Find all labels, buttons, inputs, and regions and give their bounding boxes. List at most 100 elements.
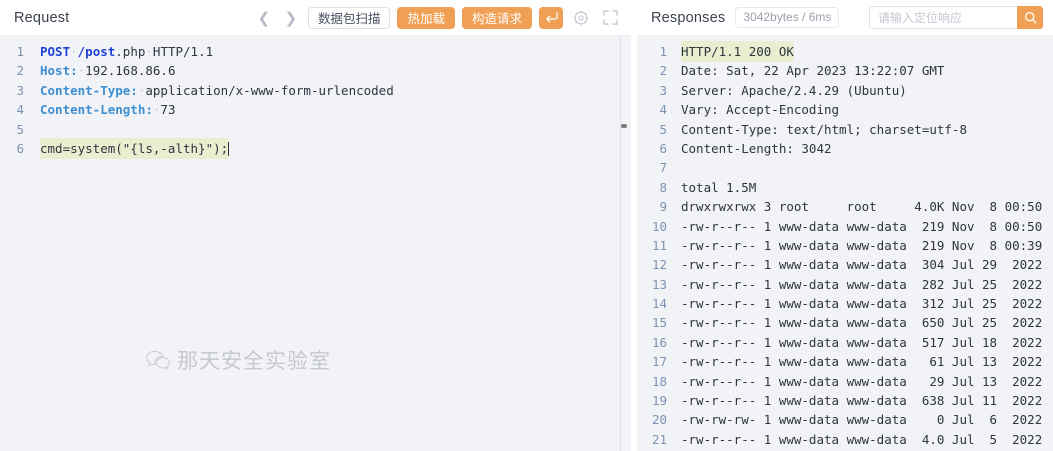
line-text: Date: Sat, 22 Apr 2023 13:22:07 GMT [681,63,945,79]
response-code-line: 15 -rw-r--r-- 1 www-data www-data 650 Jul… [637,313,1053,332]
response-panel: Responses 3042bytes / 6ms 1 HTTP/1.1 200 … [637,0,1053,451]
line-text: POST·/post.php·HTTP/1.1 [40,44,214,59]
request-title: Request [14,9,70,26]
line-text: -rw-r--r-- 1 www-data www-data 650 Jul 2… [681,315,1050,331]
request-scrollbar-thumb[interactable] [621,124,627,128]
line-text: Server: Apache/2.4.29 (Ubuntu) [681,82,907,98]
line-number: 10 [651,218,667,234]
line-text: -rw-r--r-- 1 www-data www-data 304 Jul 2… [681,257,1050,273]
request-code-area[interactable]: 1 POST·/post.php·HTTP/1.1 2 Host:·192.168.8… [0,36,631,451]
line-number: 18 [651,373,667,389]
enter-arrow-icon[interactable] [539,6,563,29]
line-number: 1 [659,44,667,59]
response-code-line: 18 -rw-r--r-- 1 www-data www-data 29 Jul … [637,372,1053,391]
line-number: 7 [659,160,667,176]
line-number: 12 [651,257,667,273]
line-number: 5 [659,121,667,137]
line-number: 6 [659,140,667,156]
line-text: Content-Length:·73 [40,102,176,118]
request-code-line: 1 POST·/post.php·HTTP/1.1 [0,42,631,61]
line-number: 9 [659,199,667,215]
request-code-lines: 1 POST·/post.php·HTTP/1.1 2 Host:·192.168.8… [0,42,631,160]
response-code-line: 9 drwxrwxrwx 3 root root 4.0K Nov 8 00:50 [637,197,1053,216]
response-code-line: 6 Content-Length: 3042 [637,139,1053,158]
response-code-line: 5 Content-Type: text/html; charset=utf-8 [637,120,1053,139]
response-code-line: 12 -rw-r--r-- 1 www-data www-data 304 Jul… [637,255,1053,274]
line-text: -rw-rw-rw- 1 www-data www-data 0 Jul 6 2… [681,412,1050,428]
line-text: -rw-r--r-- 1 www-data www-data 4.0 Jul 5… [681,431,1050,447]
line-number: 6 [16,140,24,156]
hot-reload-button[interactable]: 热加载 [397,6,455,29]
line-text: -rw-r--r-- 1 www-data www-data 312 Jul 2… [681,296,1050,312]
line-number: 4 [16,102,24,118]
line-number: 17 [651,354,667,370]
line-text: Content-Type: text/html; charset=utf-8 [681,121,967,137]
line-text: drwxrwxrwx 3 root root 4.0K Nov 8 00:50 [681,199,1050,215]
line-number: 3 [16,82,24,98]
line-text: -rw-r--r-- 1 www-data www-data 219 Nov 8… [681,237,1050,253]
gear-icon[interactable] [570,7,592,29]
response-code-line: 10 -rw-r--r-- 1 www-data www-data 219 Nov… [637,217,1053,236]
response-code-line: 20 -rw-rw-rw- 1 www-data www-data 0 Jul 6… [637,410,1053,429]
response-code-line: 1 HTTP/1.1 200 OK [637,41,1053,63]
packet-scan-button[interactable]: 数据包扫描 [307,6,391,29]
line-number: 3 [659,82,667,98]
line-text: cmd=system("{ls,-alth}"); [40,137,230,160]
request-code-line: 5 [0,120,631,139]
line-number: 13 [651,276,667,292]
line-number: 1 [16,44,24,59]
response-code-line: 16 -rw-r--r-- 1 www-data www-data 517 Jul… [637,333,1053,352]
request-code-line: 3 Content-Type:·application/x-www-form-ur… [0,81,631,100]
text-cursor [228,141,230,156]
response-code-line: 14 -rw-r--r-- 1 www-data www-data 312 Jul… [637,294,1053,313]
chevron-left-icon[interactable]: ❮ [257,9,271,27]
response-code-line: 19 -rw-r--r-- 1 www-data www-data 638 Jul… [637,391,1053,410]
line-text: -rw-r--r-- 1 www-data www-data 638 Jul 1… [681,393,1050,409]
request-code-line: 6 cmd=system("{ls,-alth}"); [0,137,631,160]
response-search [869,6,1043,29]
line-number: 21 [651,431,667,447]
response-code-line: 21 -rw-r--r-- 1 www-data www-data 4.0 Jul… [637,430,1053,449]
request-code-line: 2 Host:·192.168.86.6 [0,61,631,80]
line-number: 14 [651,296,667,312]
line-text: Content-Type:·application/x-www-form-url… [40,82,394,98]
line-number: 11 [651,237,667,253]
line-text: -rw-r--r-- 1 www-data www-data 61 Jul 13… [681,354,1050,370]
line-text: HTTP/1.1 200 OK [681,41,794,63]
line-text: -rw-r--r-- 1 www-data www-data 219 Nov 8… [681,218,1050,234]
request-scrollbar-track[interactable] [620,36,627,451]
response-code-line: 8 total 1.5M [637,178,1053,197]
line-text: -rw-r--r-- 1 www-data www-data 29 Jul 13… [681,373,1050,389]
line-number: 19 [651,393,667,409]
line-text: total 1.5M [681,179,757,195]
response-stats-badge: 3042bytes / 6ms [735,7,840,28]
search-icon[interactable] [1017,6,1043,29]
chevron-right-icon[interactable]: ❯ [284,9,298,27]
line-number: 8 [659,179,667,195]
build-request-button[interactable]: 构造请求 [461,6,532,29]
line-text: Content-Length: 3042 [681,140,832,156]
response-code-line: 17 -rw-r--r-- 1 www-data www-data 61 Jul … [637,352,1053,371]
line-number: 5 [16,121,24,137]
line-number: 20 [651,412,667,428]
line-text: -rw-r--r-- 1 www-data www-data 517 Jul 1… [681,334,1050,350]
request-panel: Request ❮ ❯ 数据包扫描 热加载 构造请求 [0,0,631,451]
response-search-input[interactable] [869,6,1017,29]
line-number: 16 [651,334,667,350]
response-code-line: 3 Server: Apache/2.4.29 (Ubuntu) [637,81,1053,100]
line-number: 15 [651,315,667,331]
response-code-line: 13-rw-r--r-- 1 www-data www-data 282 Jul… [637,275,1053,294]
response-code-line: 11 -rw-r--r-- 1 www-data www-data 219 Nov… [637,236,1053,255]
line-number: 2 [16,63,24,79]
line-text: Host:·192.168.86.6 [40,63,176,79]
request-toolbar: ❮ ❯ 数据包扫描 热加载 构造请求 [254,6,621,30]
response-panel-header: Responses 3042bytes / 6ms [637,0,1053,36]
panel-divider [631,0,637,451]
expand-icon[interactable] [599,7,621,29]
line-number: 4 [659,102,667,118]
